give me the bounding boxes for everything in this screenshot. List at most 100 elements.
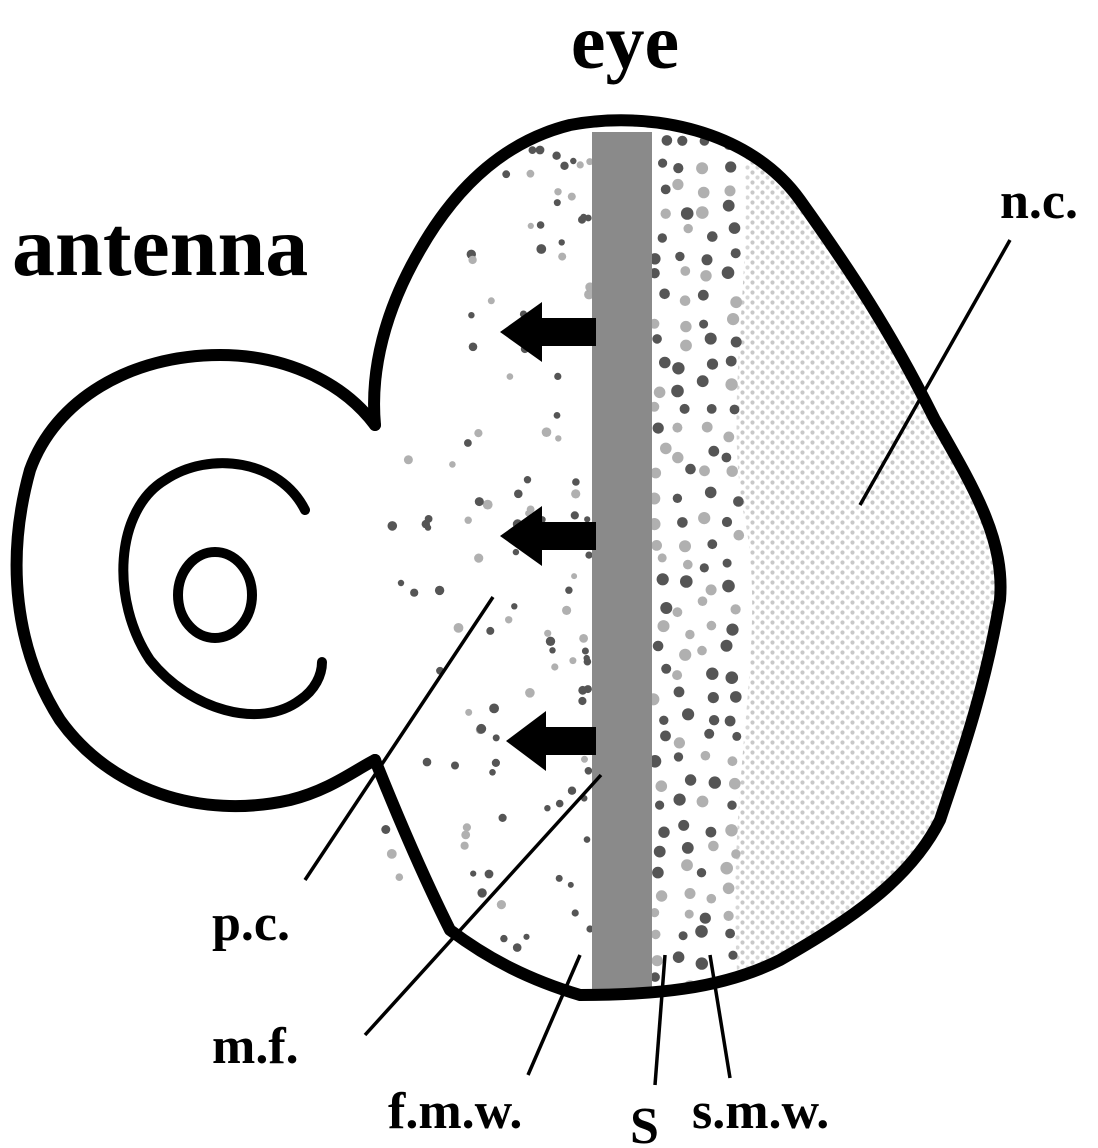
dot — [675, 252, 684, 261]
dot — [680, 266, 690, 276]
dot — [465, 517, 472, 524]
label-smw: s.m.w. — [692, 1083, 829, 1140]
dot — [682, 842, 694, 854]
antenna-inner-ring — [178, 552, 252, 638]
dot — [544, 805, 550, 811]
antenna-outer-ring — [123, 463, 322, 714]
dot — [489, 704, 499, 714]
dot — [683, 560, 693, 570]
dot — [724, 911, 734, 921]
dot — [493, 734, 500, 741]
dot — [463, 823, 471, 831]
dot — [565, 587, 572, 594]
dot — [698, 290, 709, 301]
dot — [725, 378, 737, 390]
dot — [681, 859, 693, 871]
dot — [485, 870, 494, 879]
dot — [658, 233, 667, 242]
dot — [707, 231, 718, 242]
dot — [704, 729, 714, 739]
dot — [658, 159, 667, 168]
dot — [723, 432, 734, 443]
dot — [709, 715, 719, 725]
dot — [685, 464, 696, 475]
dot — [678, 820, 689, 831]
dot — [707, 359, 718, 370]
dot — [585, 767, 593, 775]
dot — [582, 648, 589, 655]
dot — [672, 179, 683, 190]
dot — [556, 800, 564, 808]
dot — [656, 890, 667, 901]
posterior-dot-field — [647, 135, 744, 993]
dot — [652, 334, 662, 344]
dot — [674, 752, 683, 761]
dot — [721, 640, 733, 652]
dot — [388, 521, 398, 531]
dot — [708, 692, 719, 703]
dot — [731, 604, 741, 614]
dot — [449, 461, 456, 468]
dot — [546, 637, 555, 646]
dot — [578, 686, 587, 695]
dot — [725, 716, 736, 727]
dot — [483, 500, 493, 510]
dot — [569, 657, 576, 664]
dot — [570, 158, 576, 164]
dot — [707, 894, 717, 904]
dot — [697, 646, 707, 656]
dot — [513, 549, 519, 555]
dot — [486, 627, 494, 635]
dot — [529, 146, 537, 154]
dot — [680, 340, 692, 352]
dot — [475, 497, 484, 506]
dot — [695, 925, 708, 938]
dot — [571, 489, 580, 498]
posterior-stipple-region — [735, 100, 1020, 1010]
dot — [571, 511, 579, 519]
dot — [454, 623, 464, 633]
dot — [658, 620, 670, 632]
dot — [511, 603, 517, 609]
dot — [685, 888, 696, 899]
dot — [500, 935, 507, 942]
dot — [477, 888, 486, 897]
dot — [451, 762, 459, 770]
dot — [700, 913, 711, 924]
dot — [523, 934, 529, 940]
dot — [404, 455, 413, 464]
dot — [654, 846, 666, 858]
dot — [554, 188, 561, 195]
dot — [706, 668, 718, 680]
dot — [527, 170, 535, 178]
dot — [559, 239, 565, 245]
dot — [722, 266, 735, 279]
dot — [731, 849, 740, 858]
dot — [505, 616, 512, 623]
dot — [651, 540, 662, 551]
dot — [568, 882, 574, 888]
dot — [654, 387, 666, 399]
dot — [702, 254, 713, 265]
dot — [468, 256, 476, 264]
dot — [528, 223, 534, 229]
dot — [705, 333, 717, 345]
dot — [544, 630, 551, 637]
dot — [674, 794, 686, 806]
dot — [461, 831, 470, 840]
dot — [722, 580, 735, 593]
label-eye: eye — [571, 0, 679, 85]
dot — [514, 490, 523, 499]
dot — [729, 222, 741, 234]
dot — [476, 724, 486, 734]
dot — [685, 630, 694, 639]
dot — [580, 214, 587, 221]
dot — [410, 589, 418, 597]
dot — [726, 671, 739, 684]
dot — [729, 778, 741, 790]
dot — [730, 296, 742, 308]
dot — [425, 515, 433, 523]
dot — [489, 769, 496, 776]
dot — [723, 559, 732, 568]
dot — [525, 688, 535, 698]
